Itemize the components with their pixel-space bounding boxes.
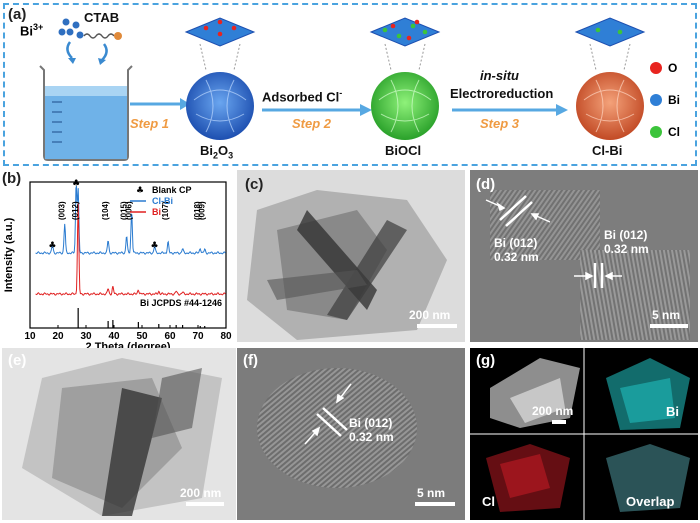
panel-d-scale-bar <box>650 324 688 328</box>
legend-bi-label: Bi <box>152 207 161 217</box>
step3-label: Step 3 <box>480 116 520 131</box>
x-tick-label: 70 <box>192 331 204 342</box>
panel-e-label: (e) <box>8 352 27 369</box>
map-overlap-label: Overlap <box>626 494 675 509</box>
peak-label: (107) <box>161 201 170 220</box>
x-tick-label: 20 <box>52 331 64 342</box>
step1-label: Step 1 <box>130 116 170 131</box>
series-cl-bi-line <box>35 185 226 255</box>
legend-clbi-label: Cl-Bi <box>152 196 173 206</box>
tem-image-e <box>2 348 236 520</box>
bi2o3-flower <box>184 17 256 140</box>
atom-legend: O Bi Cl <box>650 52 694 148</box>
x-tick-label: 40 <box>108 331 120 342</box>
panel-g-scale-bar <box>552 420 566 424</box>
blank-cp-marker: ♣ <box>151 241 159 251</box>
legend-item-cl: Cl <box>650 116 694 148</box>
legend-item-bi: Bi <box>650 84 694 116</box>
panel-d-scale-label: 5 nm <box>652 308 681 322</box>
panel-g: (g) 200 nm Bi Cl Overlap <box>470 348 698 520</box>
cl-atom-icon <box>650 126 662 138</box>
bi-ion-label: Bi3+ <box>20 22 44 39</box>
panel-g-label: (g) <box>476 352 496 369</box>
ctab-label: CTAB <box>84 10 120 25</box>
hrtem-image-f <box>237 348 465 520</box>
x-tick-label: 80 <box>220 331 232 342</box>
panel-c: (c) 200 nm <box>237 170 465 342</box>
clbi-flower <box>574 17 646 140</box>
panel-e-scale-bar <box>186 502 224 506</box>
peak-label: (012) <box>71 201 80 220</box>
panel-c-scale-label: 200 nm <box>409 308 451 322</box>
peak-label: (009) <box>198 201 207 220</box>
bi-atom-icon <box>650 94 662 106</box>
biocl-label: BiOCl <box>385 143 422 158</box>
x-tick-label: 50 <box>136 331 148 342</box>
legend-item-o: O <box>650 52 694 84</box>
panel-c-scale-bar <box>417 324 457 328</box>
panel-f-scale-label: 5 nm <box>417 486 446 500</box>
legend-blank-cp-label: Blank CP <box>152 185 192 195</box>
panel-f: (f) Bi (012)0.32 nm 5 nm <box>237 348 465 520</box>
panel-a: (a) Bi3+ CTAB Step 1 <box>0 0 700 167</box>
reference-label: Bi JCPDS #44-1246 <box>140 298 222 308</box>
panel-d: (d) Bi (012)0.32 nm Bi (012)0.32 nm 5 nm <box>470 170 698 342</box>
peak-label: (006) <box>125 201 134 220</box>
bi2o3-label: Bi2O3 <box>200 143 234 161</box>
peak-label: (015) <box>120 201 129 220</box>
peak-label: (018) <box>193 201 202 220</box>
panel-f-ann: Bi (012)0.32 nm <box>349 416 394 444</box>
tem-image-c <box>237 170 465 342</box>
x-tick-label: 60 <box>164 331 176 342</box>
insitu-label: in-situ <box>480 68 519 83</box>
panel-d-ann1: Bi (012)0.32 nm <box>494 236 539 264</box>
panel-g-scale-label: 200 nm <box>532 404 574 418</box>
panel-a-label: (a) <box>8 6 27 23</box>
beaker-illustration <box>39 18 133 161</box>
o-atom-icon <box>650 62 662 74</box>
x-tick-label: 10 <box>24 331 36 342</box>
panel-e-scale-label: 200 nm <box>180 486 222 500</box>
series-bi-line <box>35 203 226 296</box>
panel-f-label: (f) <box>243 352 258 369</box>
peak-label: (104) <box>101 201 110 220</box>
map-cl-label: Cl <box>482 494 495 509</box>
peak-label: (003) <box>58 201 67 220</box>
panel-f-scale-bar <box>415 502 455 506</box>
panel-d-label: (d) <box>476 176 496 193</box>
blank-cp-marker: ♣ <box>48 241 56 251</box>
panel-d-ann2: Bi (012)0.32 nm <box>604 228 649 256</box>
map-bi-label: Bi <box>666 404 679 419</box>
x-tick-label: 30 <box>80 331 92 342</box>
panel-a-border <box>3 3 697 166</box>
legend-blank-cp-icon: ♣ <box>136 186 144 196</box>
adsorbed-label: Adsorbed Cl- <box>262 88 343 105</box>
hrtem-image-d <box>470 170 698 342</box>
electroreduction-label: Electroreduction <box>450 86 554 101</box>
step2-arrow <box>262 104 372 116</box>
xrd-axes-frame <box>29 181 227 329</box>
clbi-label: Cl-Bi <box>592 143 623 158</box>
step2-label: Step 2 <box>292 116 332 131</box>
blank-cp-marker: ♣ <box>72 179 80 189</box>
panel-b-label: (b) <box>2 170 22 187</box>
eds-maps <box>470 348 698 520</box>
y-axis-label: Intensity (a.u.) <box>3 217 15 292</box>
step1-arrow <box>130 98 190 110</box>
biocl-flower <box>369 17 441 140</box>
panel-e: (e) 200 nm <box>2 348 236 520</box>
step3-arrow <box>452 104 568 116</box>
panel-c-label: (c) <box>245 176 264 193</box>
